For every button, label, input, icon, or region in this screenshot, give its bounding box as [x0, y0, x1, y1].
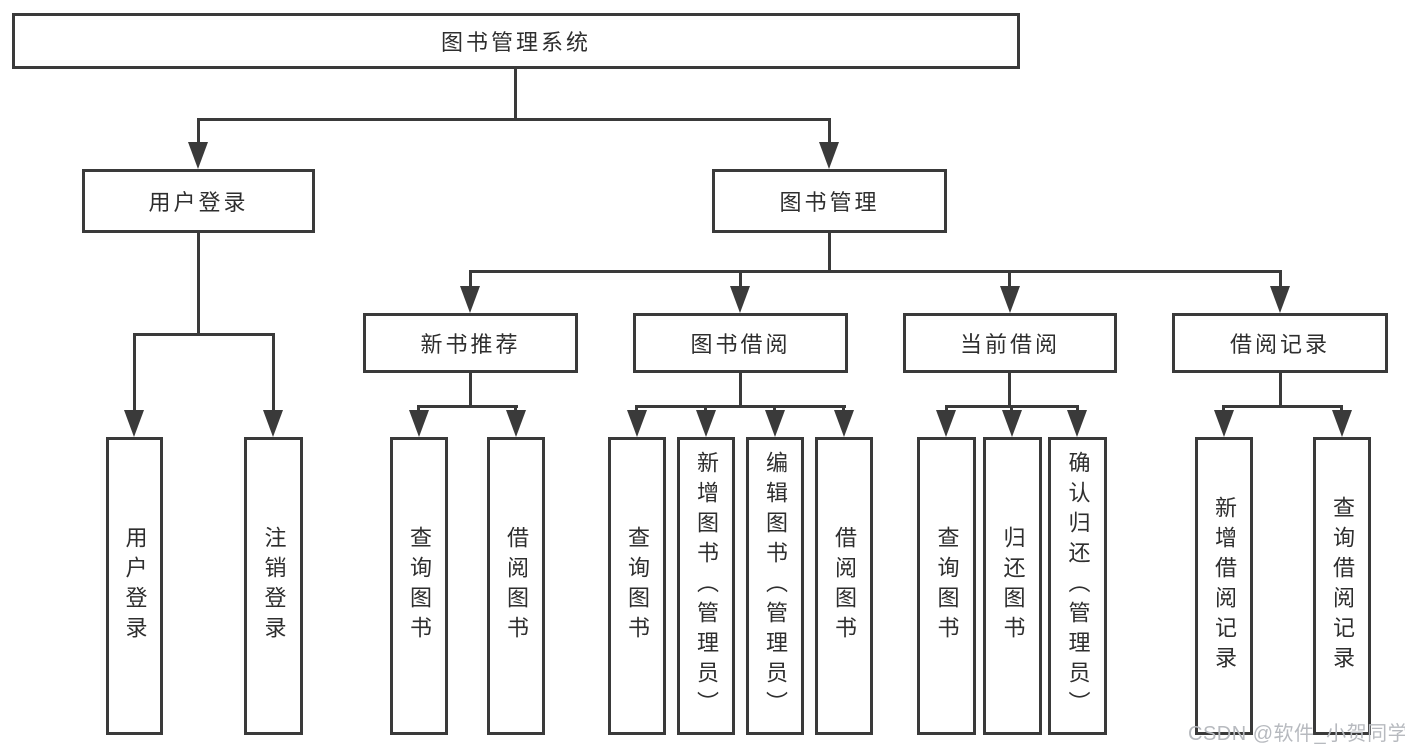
- connector-bb-drop-3: [773, 405, 776, 413]
- connector-bb-stem: [739, 373, 742, 408]
- leaf-bb-borrow-books: 借阅图书: [815, 437, 873, 735]
- leaf-bb-add-books-admin-label: 新增图书（管理员）: [694, 451, 719, 721]
- connector-bb-drop-4: [842, 405, 845, 413]
- arrowhead-to-leaf-cb-confirm: [1067, 410, 1087, 437]
- connector-cb-drop-2: [1010, 405, 1013, 413]
- arrowhead-to-leaf-bb-add: [696, 410, 716, 437]
- connector-userlogin-drop-2: [272, 333, 275, 412]
- node-root-label: 图书管理系统: [440, 30, 591, 55]
- connector-bookmgmt-hbar: [469, 270, 1282, 273]
- connector-bb-hbar: [635, 405, 846, 408]
- leaf-cb-return-books-label: 归还图书: [1000, 526, 1026, 646]
- arrowhead-to-current-borrow: [1000, 286, 1020, 313]
- arrowhead-to-book-borrow: [730, 286, 750, 313]
- connector-bookmgmt-drop-3: [1008, 270, 1011, 290]
- leaf-br-add-record-label: 新增借阅记录: [1212, 496, 1237, 676]
- connector-bookmgmt-drop-1: [469, 270, 472, 290]
- node-borrow-records-label: 借阅记录: [1229, 332, 1330, 357]
- node-user-login-branch: 用户登录: [82, 169, 315, 233]
- leaf-nbr-borrow-books-label: 借阅图书: [504, 526, 529, 646]
- connector-nbr-stem: [469, 373, 472, 408]
- connector-root-drop-right: [828, 118, 831, 145]
- leaf-cb-confirm-return-admin-label: 确认归还（管理员）: [1065, 451, 1091, 721]
- node-new-book-recommend-label: 新书推荐: [420, 332, 521, 357]
- connector-bookmgmt-drop-2: [739, 270, 742, 290]
- leaf-br-query-record: 查询借阅记录: [1313, 437, 1371, 735]
- node-user-login-branch-label: 用户登录: [148, 190, 249, 215]
- arrowhead-to-leaf-nbr-query: [409, 410, 429, 437]
- csdn-watermark: CSDN @软件_小贺同学: [1188, 723, 1405, 745]
- arrowhead-to-leaf-bb-edit: [765, 410, 785, 437]
- leaf-br-add-record: 新增借阅记录: [1195, 437, 1253, 735]
- arrowhead-to-leaf-cb-query: [936, 410, 956, 437]
- leaf-cb-return-books: 归还图书: [983, 437, 1042, 735]
- leaf-logout-label: 注销登录: [261, 526, 287, 646]
- leaf-nbr-query-books: 查询图书: [390, 437, 448, 735]
- leaf-nbr-borrow-books: 借阅图书: [487, 437, 545, 735]
- node-new-book-recommend: 新书推荐: [363, 313, 578, 373]
- node-book-borrow-label: 图书借阅: [690, 332, 791, 357]
- leaf-user-login: 用户登录: [106, 437, 163, 735]
- arrowhead-to-leaf-nbr-borrow: [506, 410, 526, 437]
- arrowhead-to-leaf-br-add: [1214, 410, 1234, 437]
- connector-cb-drop-1: [945, 405, 948, 413]
- leaf-bb-edit-books-admin-label: 编辑图书（管理员）: [763, 451, 788, 721]
- connector-root-stem: [514, 69, 517, 121]
- arrowhead-to-borrow-records: [1270, 286, 1290, 313]
- node-book-management-branch: 图书管理: [712, 169, 947, 233]
- connector-bb-drop-1: [635, 405, 638, 413]
- arrowhead-to-user-login-branch: [188, 142, 208, 169]
- arrowhead-to-book-management-branch: [819, 142, 839, 169]
- leaf-user-login-label: 用户登录: [122, 526, 148, 646]
- arrowhead-to-leaf-bb-borrow: [834, 410, 854, 437]
- connector-br-stem: [1279, 373, 1282, 408]
- leaf-bb-add-books-admin: 新增图书（管理员）: [677, 437, 735, 735]
- connector-root-hbar: [197, 118, 831, 121]
- arrowhead-to-new-book-recommend: [460, 286, 480, 313]
- leaf-cb-confirm-return-admin: 确认归还（管理员）: [1048, 437, 1107, 735]
- node-book-borrow: 图书借阅: [633, 313, 848, 373]
- connector-userlogin-stem: [197, 233, 200, 335]
- leaf-bb-edit-books-admin: 编辑图书（管理员）: [746, 437, 804, 735]
- connector-cb-stem: [1008, 373, 1011, 408]
- connector-br-drop-1: [1222, 405, 1225, 413]
- leaf-br-query-record-label: 查询借阅记录: [1330, 496, 1355, 676]
- leaf-logout: 注销登录: [244, 437, 303, 735]
- node-book-management-branch-label: 图书管理: [779, 190, 880, 215]
- node-borrow-records: 借阅记录: [1172, 313, 1388, 373]
- connector-nbr-drop-2: [514, 405, 517, 413]
- leaf-cb-query-books: 查询图书: [917, 437, 976, 735]
- connector-bookmgmt-drop-4: [1279, 270, 1282, 290]
- leaf-bb-borrow-books-label: 借阅图书: [832, 526, 857, 646]
- connector-br-hbar: [1222, 405, 1343, 408]
- connector-bookmgmt-stem: [828, 233, 831, 273]
- connector-userlogin-drop-1: [133, 333, 136, 412]
- node-root: 图书管理系统: [12, 13, 1020, 69]
- arrowhead-to-leaf-cb-return: [1002, 410, 1022, 437]
- leaf-nbr-query-books-label: 查询图书: [407, 526, 432, 646]
- arrowhead-to-leaf-user-login: [124, 410, 144, 437]
- leaf-cb-query-books-label: 查询图书: [934, 526, 960, 646]
- arrowhead-to-leaf-logout: [263, 410, 283, 437]
- node-current-borrow: 当前借阅: [903, 313, 1117, 373]
- connector-nbr-hbar: [417, 405, 518, 408]
- arrowhead-to-leaf-br-query: [1332, 410, 1352, 437]
- connector-br-drop-2: [1340, 405, 1343, 413]
- connector-userlogin-hbar: [133, 333, 275, 336]
- connector-bb-drop-2: [704, 405, 707, 413]
- connector-cb-drop-3: [1076, 405, 1079, 413]
- leaf-bb-query-books: 查询图书: [608, 437, 666, 735]
- arrowhead-to-leaf-bb-query: [627, 410, 647, 437]
- connector-root-drop-left: [197, 118, 200, 145]
- leaf-bb-query-books-label: 查询图书: [625, 526, 650, 646]
- node-current-borrow-label: 当前借阅: [959, 332, 1060, 357]
- connector-nbr-drop-1: [417, 405, 420, 413]
